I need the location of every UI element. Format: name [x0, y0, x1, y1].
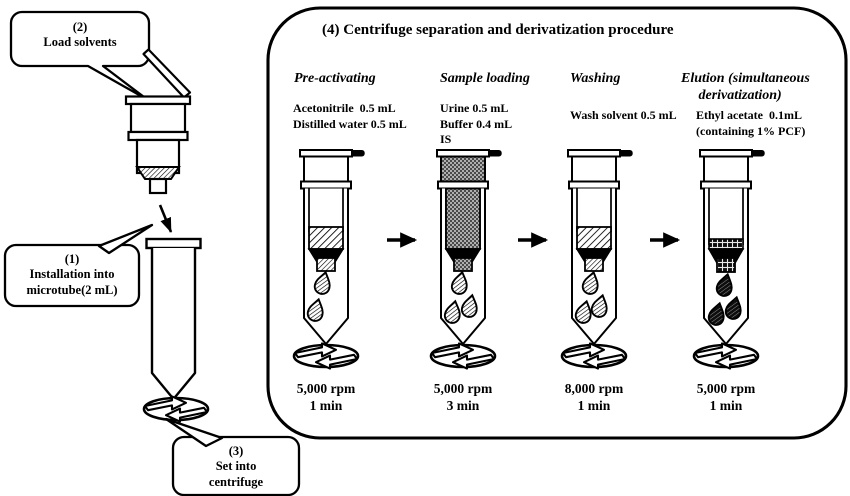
callout-installation-into-microtube-label: (1) Installation into microtube(2 mL) — [26, 252, 118, 297]
arrow-cartridge-to-microtube — [158, 204, 173, 233]
callout-load-solvents-label: (2) Load solvents — [43, 20, 117, 50]
centrifuge-rotation-icon-left — [142, 395, 210, 423]
panel-title: (4) Centrifuge separation and derivatiza… — [322, 22, 674, 38]
column-spin-washing: 8,000 rpm 1 min — [564, 381, 624, 413]
column-reagents-elution: Ethyl acetate 0.1mL (containing 1% PCF) — [696, 108, 806, 138]
column-reagents-pre-activating: Acetonitrile 0.5 mL Distilled water 0.5 … — [293, 101, 407, 131]
callout-load-solvents — [9, 10, 151, 102]
tube-assembly-pre-activating — [299, 149, 365, 345]
column-reagents-washing: Wash solvent 0.5 mL — [570, 108, 677, 122]
column-heading-pre-activating: Pre-activating — [294, 71, 376, 86]
tube-assembly-washing — [567, 149, 633, 345]
spe-cartridge-icon — [124, 95, 192, 195]
callout-set-into-centrifuge — [164, 417, 301, 496]
callout-set-into-centrifuge-label: (3) Set into centrifuge — [208, 444, 264, 489]
column-spin-sample-loading: 5,000 rpm 3 min — [433, 381, 493, 413]
column-spin-elution: 5,000 rpm 1 min — [696, 381, 756, 413]
pipette-icon — [142, 48, 192, 99]
tube-assembly-sample-loading — [436, 149, 502, 345]
microtube-icon — [145, 237, 202, 401]
column-heading-elution: Elution (simultaneous derivatization) — [681, 71, 810, 103]
column-reagents-sample-loading: Urine 0.5 mL Buffer 0.4 mL IS — [440, 101, 513, 147]
column-heading-sample-loading: Sample loading — [440, 71, 530, 86]
column-heading-washing: Washing — [570, 71, 621, 86]
column-spin-pre-activating: 5,000 rpm 1 min — [296, 381, 356, 413]
panel-border — [266, 6, 848, 440]
callout-installation-into-microtube — [3, 223, 154, 308]
